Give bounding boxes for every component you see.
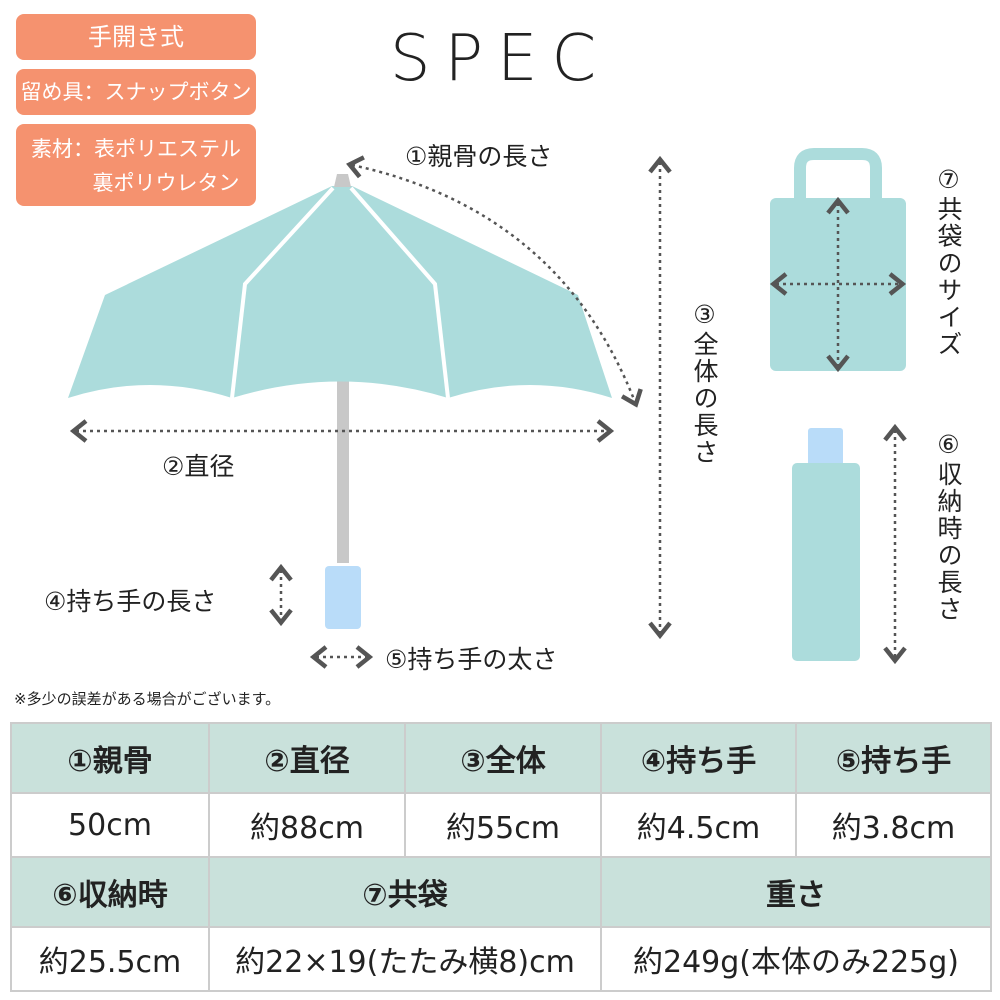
umbrella-shaft [337, 380, 349, 563]
header-cell: ②直径 [208, 722, 406, 794]
table-header-row: ⑥収納時 ⑦共袋 重さ [10, 856, 992, 928]
table-header-row: ①親骨 ②直径 ③全体 ④持ち手 ⑤持ち手 [10, 722, 992, 794]
value-cell: 約3.8cm [795, 792, 992, 858]
header-cell: ⑦共袋 [208, 856, 602, 928]
tolerance-note: ※多少の誤差がある場合がございます。 [14, 690, 281, 708]
header-cell: 重さ [600, 856, 992, 928]
header-cell: ④持ち手 [600, 722, 797, 794]
header-cell: ⑥収納時 [10, 856, 210, 928]
opening-type-tag: 手開き式 [16, 14, 256, 60]
closed-umbrella [792, 428, 860, 661]
umbrella-diagram [68, 148, 907, 669]
stored-length-label: ⑥収納時の長さ [934, 430, 963, 623]
value-cell: 約25.5cm [10, 926, 210, 992]
material-tag: 素材：表ポリエステル 裏ポリウレタン [16, 124, 256, 206]
table-row: 50cm 約88cm 約55cm 約4.5cm 約3.8cm [10, 792, 992, 858]
umbrella-canopy [68, 186, 612, 398]
page-title: SPEC [389, 22, 611, 96]
value-cell: 約88cm [208, 792, 406, 858]
umbrella-tip [334, 174, 351, 187]
header-cell: ⑤持ち手 [795, 722, 992, 794]
value-cell: 約55cm [404, 792, 602, 858]
value-cell: 50cm [10, 792, 210, 858]
header-cell: ①親骨 [10, 722, 210, 794]
bag-size-label: ⑦共袋のサイズ [934, 165, 963, 358]
spec-table: ①親骨 ②直径 ③全体 ④持ち手 ⑤持ち手 50cm 約88cm 約55cm 約… [10, 722, 992, 992]
open-umbrella [68, 174, 612, 629]
value-cell: 約22×19(たたみ横8)cm [208, 926, 602, 992]
fastener-tag: 留め具：スナップボタン [16, 69, 256, 115]
grip-thickness-label: ⑤持ち手の太さ [385, 645, 558, 674]
diameter-label: ②直径 [162, 452, 235, 481]
header-cell: ③全体 [404, 722, 602, 794]
material-inner: 裏ポリウレタン [92, 171, 240, 195]
total-length-label: ③全体の長さ [690, 300, 719, 466]
material-outer: 素材：表ポリエステル [31, 137, 241, 161]
value-cell: 約249g(本体のみ225g) [600, 926, 992, 992]
table-row: 約25.5cm 約22×19(たたみ横8)cm 約249g(本体のみ225g) [10, 926, 992, 992]
umbrella-handle [325, 566, 361, 629]
grip-length-label: ④持ち手の長さ [44, 587, 217, 616]
bag [769, 148, 907, 373]
rib-length-label: ①親骨の長さ [405, 142, 553, 171]
value-cell: 約4.5cm [600, 792, 797, 858]
